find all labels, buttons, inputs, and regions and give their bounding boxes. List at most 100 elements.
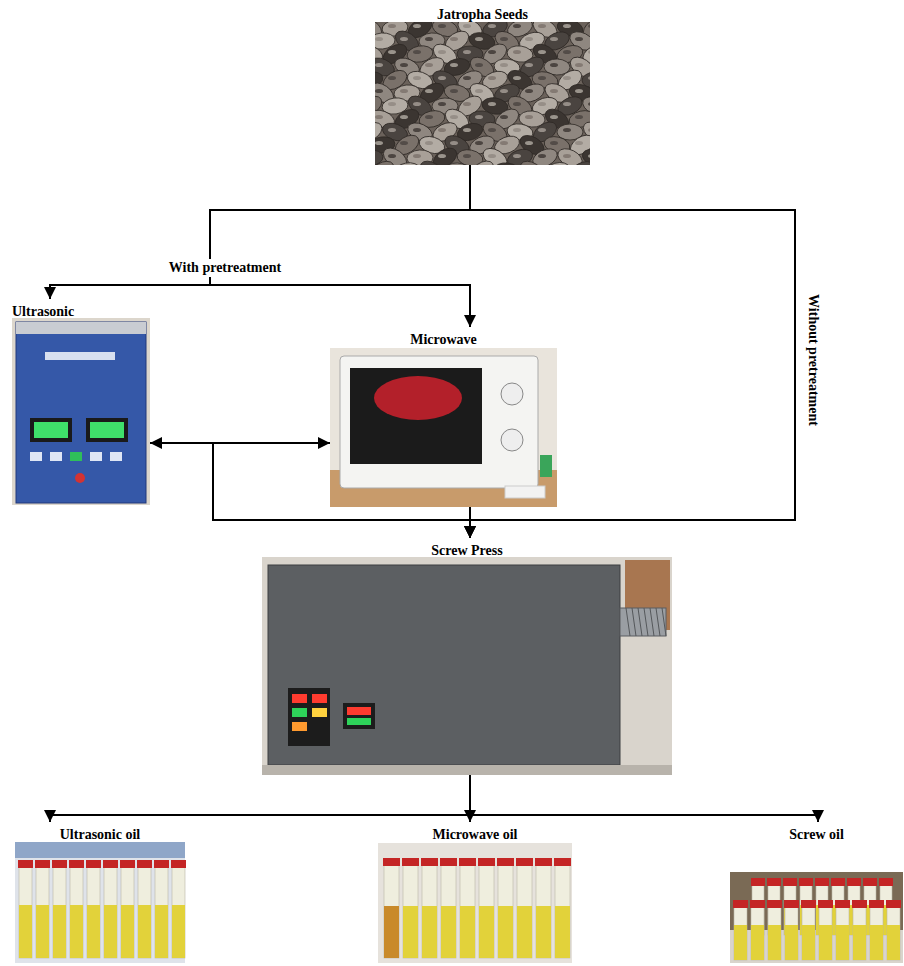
display <box>30 418 72 442</box>
seed-speckle <box>388 128 396 132</box>
indicator <box>312 708 327 717</box>
seed-speckle <box>425 89 433 93</box>
tube-cap <box>863 878 877 886</box>
seed-speckle <box>438 50 446 54</box>
seed-speckle <box>563 128 571 132</box>
seed-speckle <box>400 63 408 67</box>
seed <box>517 157 548 165</box>
seed <box>493 161 521 165</box>
oil <box>536 906 551 958</box>
seed <box>444 163 471 165</box>
tube-cap <box>879 878 893 886</box>
seed-speckle <box>563 154 571 158</box>
edge-label: With pretreatment <box>166 259 284 277</box>
seed-speckle <box>463 76 471 80</box>
seed-speckle <box>575 115 583 119</box>
seed-speckle <box>500 63 508 67</box>
flow-arrow <box>210 165 470 327</box>
oil <box>479 906 494 958</box>
seed-speckle <box>450 141 458 145</box>
oil <box>138 905 151 958</box>
seed-speckle <box>413 24 421 28</box>
seed-speckle <box>488 154 496 158</box>
tube-cap <box>886 900 901 908</box>
seed <box>542 160 571 165</box>
tube-cap <box>52 860 67 868</box>
tube <box>734 907 747 960</box>
indicator <box>292 722 307 731</box>
oil <box>460 906 475 958</box>
seed-speckle <box>388 76 396 80</box>
oil-node: Ultrasonic oil <box>15 822 185 963</box>
seed-speckle <box>550 115 558 119</box>
seed-speckle <box>513 76 521 80</box>
seed-speckle <box>538 154 546 158</box>
window-sticker <box>374 376 462 420</box>
tube <box>836 907 849 960</box>
ultrasonic-body <box>16 322 146 503</box>
tube-cap <box>554 858 571 866</box>
node-title: Ultrasonic <box>12 304 74 320</box>
tube-cap <box>869 900 884 908</box>
tube-cap <box>783 878 797 886</box>
oil <box>751 925 764 960</box>
seed-speckle <box>488 102 496 106</box>
oil <box>87 905 100 958</box>
seed-speckle <box>575 89 583 93</box>
seed-speckle <box>488 76 496 80</box>
oil <box>887 925 900 960</box>
seed-speckle <box>475 37 483 41</box>
seed <box>555 145 585 165</box>
microwave-window <box>350 368 482 464</box>
oil <box>422 906 437 958</box>
floor <box>262 765 672 775</box>
indicator <box>347 718 371 725</box>
tube-cap <box>516 858 533 866</box>
tube <box>887 907 900 960</box>
seed-speckle <box>438 128 446 132</box>
tube-cap <box>478 858 495 866</box>
background-object <box>15 842 185 858</box>
tube <box>441 865 456 958</box>
edge-label: Without pretreatment <box>804 291 822 429</box>
seeds-group <box>375 22 590 165</box>
seed-speckle <box>588 102 590 106</box>
seed-speckle <box>450 37 458 41</box>
tube-cap <box>137 860 152 868</box>
tube <box>555 865 570 958</box>
seed-speckle <box>500 115 508 119</box>
screw-shaft <box>620 608 666 636</box>
indicator <box>312 694 327 703</box>
tube <box>104 867 117 958</box>
seed-speckle <box>500 89 508 93</box>
tube <box>384 865 399 958</box>
seed-speckle <box>413 154 421 158</box>
tube <box>19 867 32 958</box>
seed-speckle <box>450 115 458 119</box>
screw-press-photo <box>262 557 672 775</box>
seed-speckle <box>563 76 571 80</box>
tube-cap <box>767 878 781 886</box>
tube-cap <box>154 860 169 868</box>
seed-speckle <box>425 37 433 41</box>
seed-speckle <box>513 102 521 106</box>
seed-speckle <box>425 141 433 145</box>
tube-cap <box>421 858 438 866</box>
seed-speckle <box>475 89 483 93</box>
seed-speckle <box>463 102 471 106</box>
seed-speckle <box>550 141 558 145</box>
microwave-node: Microwave <box>330 327 557 507</box>
seed-speckle <box>425 115 433 119</box>
seed-speckle <box>550 37 558 41</box>
seed-speckle <box>588 50 590 54</box>
microwave-oil-photo <box>378 843 572 963</box>
seed-speckle <box>488 24 496 28</box>
seed-speckle <box>525 63 533 67</box>
seed-speckle <box>475 115 483 119</box>
seeds-node: Jatropha Seeds <box>375 2 590 165</box>
tube-cap <box>69 860 84 868</box>
seed-speckle <box>463 50 471 54</box>
seed <box>393 161 422 165</box>
